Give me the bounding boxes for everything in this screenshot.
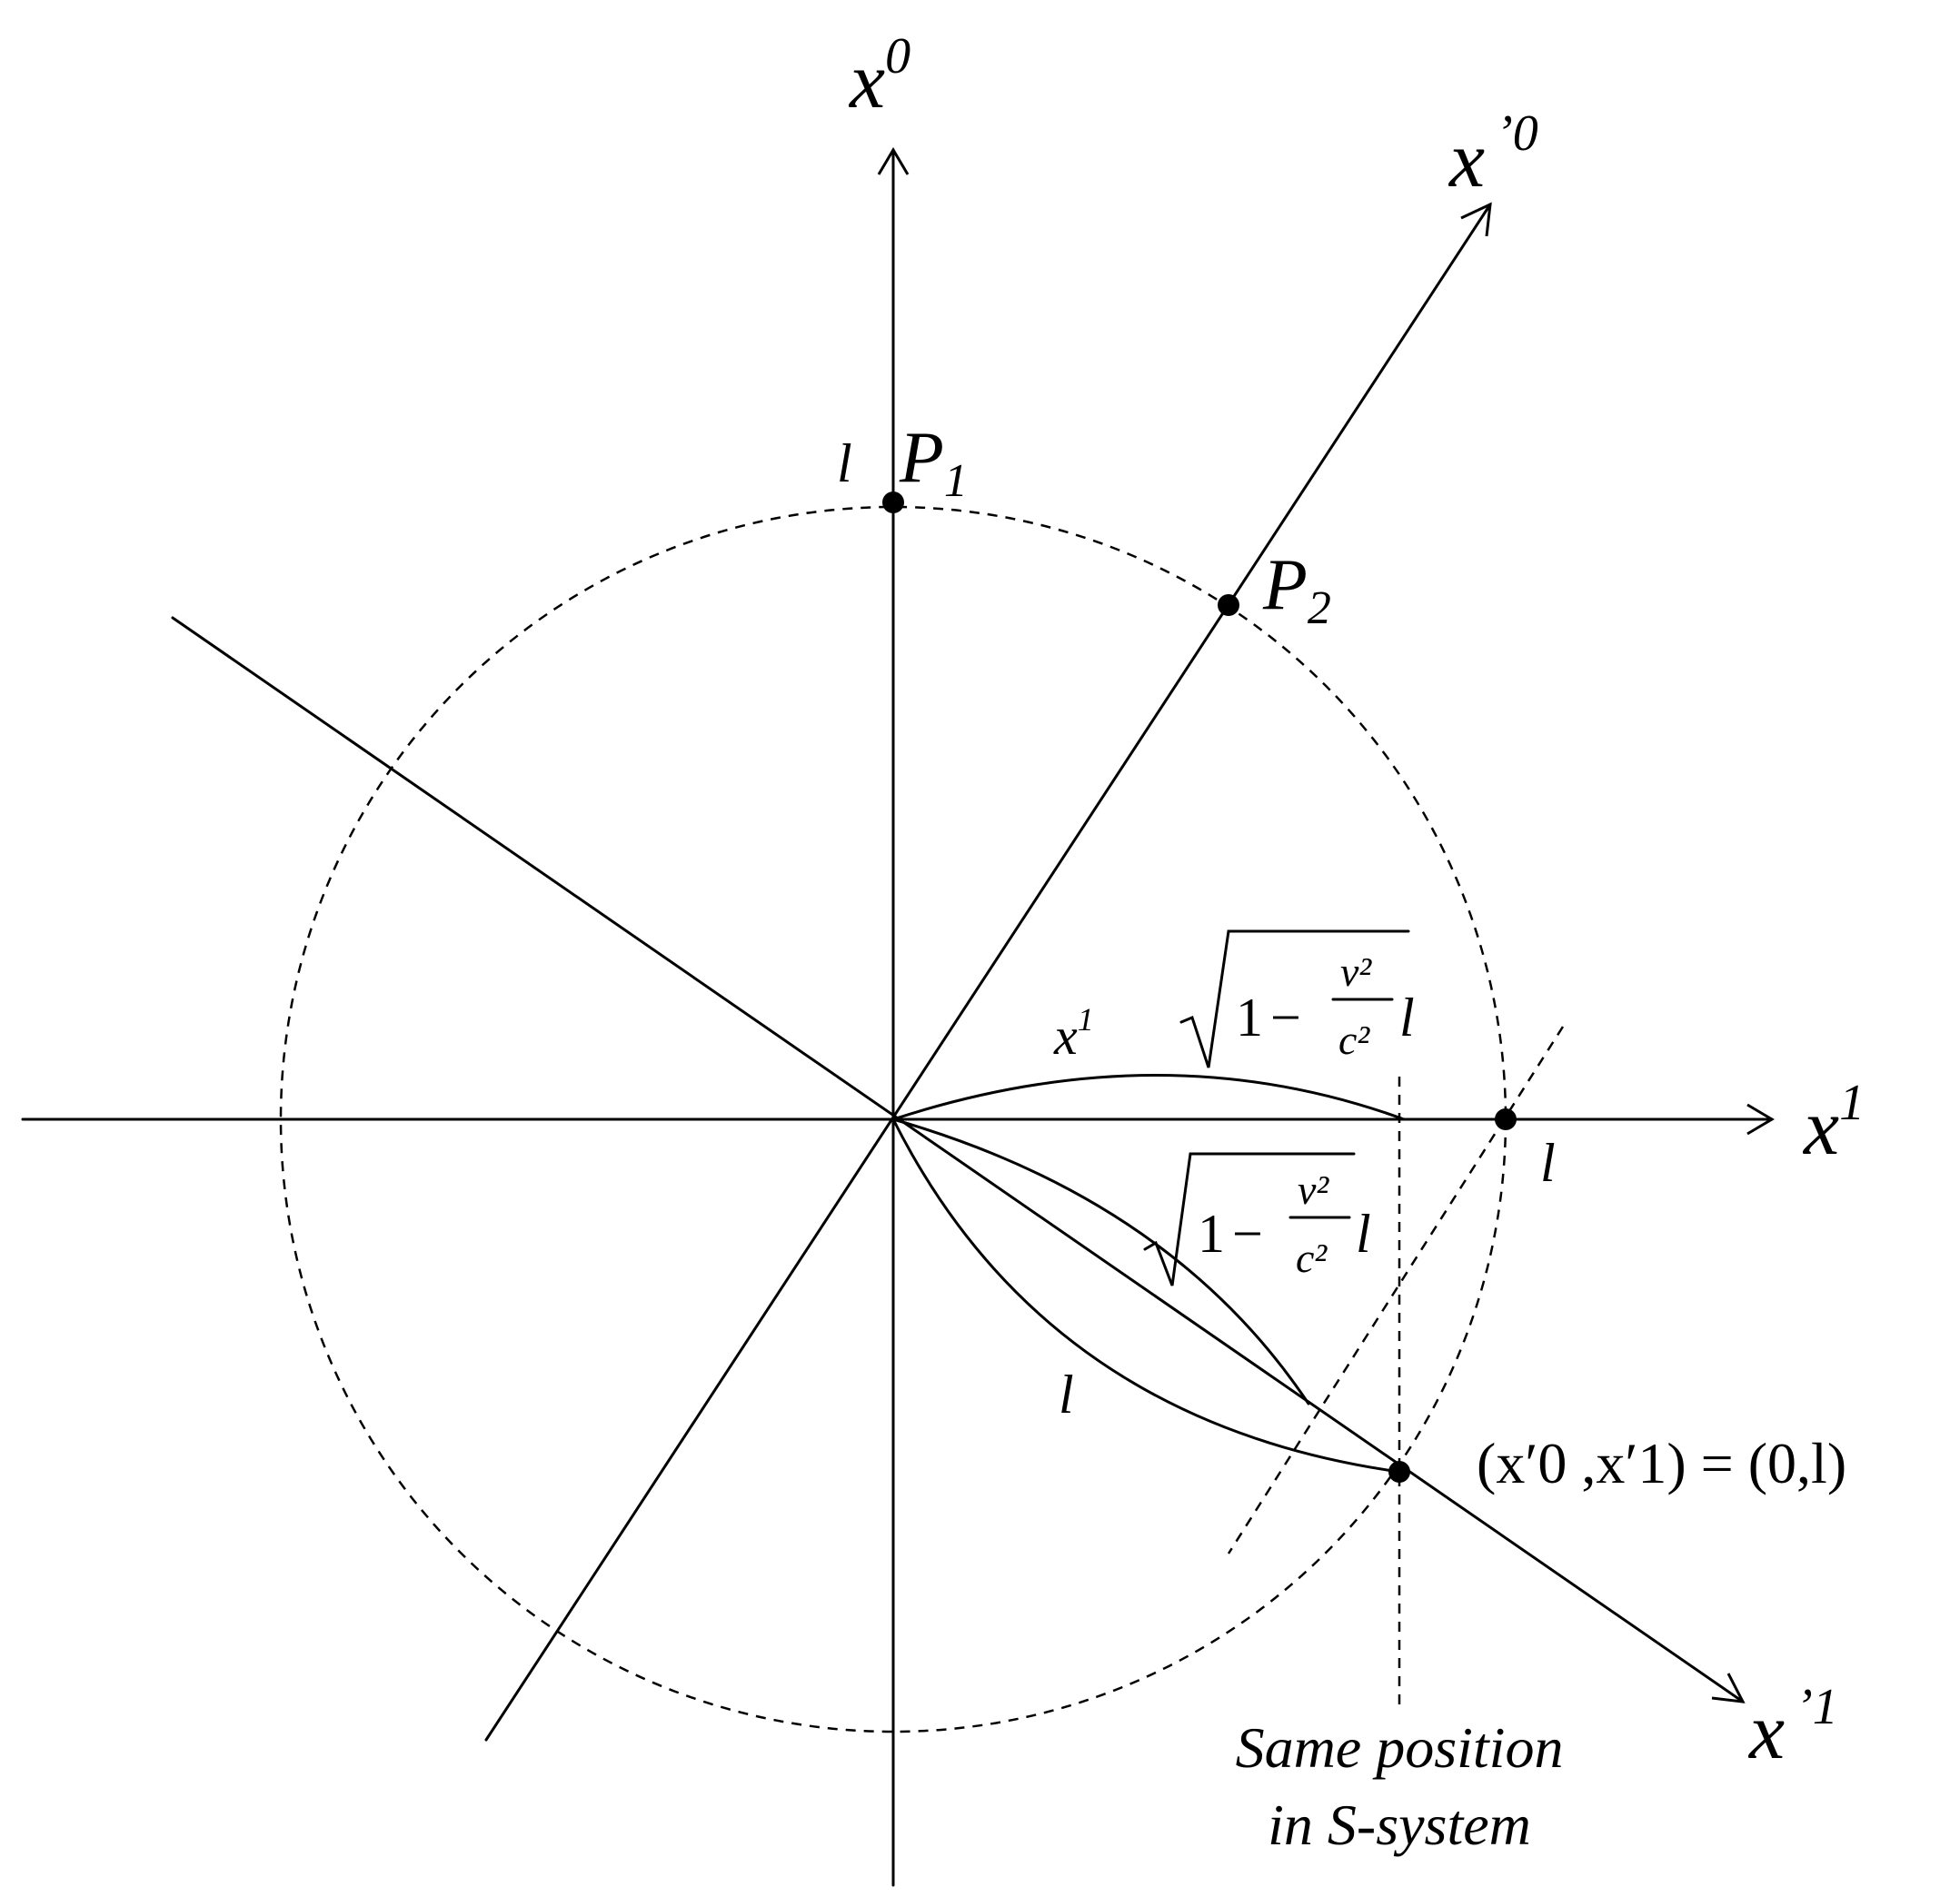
p2-label: P2 (1262, 545, 1331, 634)
upper-formula-one: 1 (1236, 988, 1263, 1048)
caption-line-2: in S-system (1268, 1793, 1531, 1857)
lower-arc-label: l (1059, 1365, 1074, 1425)
x0-axis-arrowhead-icon (877, 147, 910, 175)
point-p1 (882, 492, 904, 513)
upper-formula-minus: − (1270, 988, 1301, 1048)
upper-formula-denominator: c² (1338, 1017, 1370, 1063)
x0-prime-axis-label: x’0 (1448, 105, 1538, 204)
middle-radical-sign-icon (1143, 1152, 1356, 1286)
middle-formula-one: 1 (1198, 1204, 1225, 1264)
caption-line-1: Same position (1236, 1715, 1564, 1780)
p1-length-label: l (837, 433, 852, 493)
middle-arc-formula: 1 − v² c² l (1143, 1152, 1371, 1286)
point-x1-prime-intercept (1388, 1461, 1410, 1483)
middle-formula-tail: l (1356, 1204, 1371, 1264)
upper-arc-formula: 1 − v² c² l (1179, 929, 1415, 1068)
middle-formula-minus: − (1232, 1204, 1263, 1264)
x1-axis-arrowhead-icon (1746, 1103, 1775, 1136)
upper-formula-numerator: v² (1340, 948, 1372, 995)
x1-prime-axis-arrowhead-icon (1711, 1673, 1746, 1703)
middle-formula-numerator: v² (1298, 1167, 1329, 1213)
middle-arc (891, 1117, 1310, 1405)
x1-intercept-label: l (1540, 1133, 1556, 1193)
point-x1-intercept (1495, 1108, 1517, 1130)
x0-prime-axis-arrowhead-icon (1460, 202, 1492, 237)
x1-axis-label: x1 (1802, 1075, 1865, 1172)
upper-arc-axis-label: x1 (1053, 1001, 1094, 1066)
coordinate-label: (x′0 ,x′1) = (0,l) (1477, 1431, 1846, 1495)
lower-arc (891, 1117, 1401, 1474)
simultaneity-dashed-line (1227, 1026, 1565, 1554)
p1-label: P1 (899, 418, 968, 507)
middle-formula-denominator: c² (1296, 1235, 1328, 1281)
upper-radical-sign-icon (1179, 929, 1410, 1068)
x1-prime-axis-label: x’1 (1747, 1679, 1838, 1776)
x1-prime-axis-line (171, 616, 1745, 1703)
x0-axis-label: x0 (848, 28, 910, 125)
x0-prime-axis-line (484, 203, 1492, 1742)
point-p2 (1218, 594, 1239, 616)
upper-arc (891, 1074, 1406, 1121)
upper-formula-tail: l (1399, 988, 1415, 1048)
